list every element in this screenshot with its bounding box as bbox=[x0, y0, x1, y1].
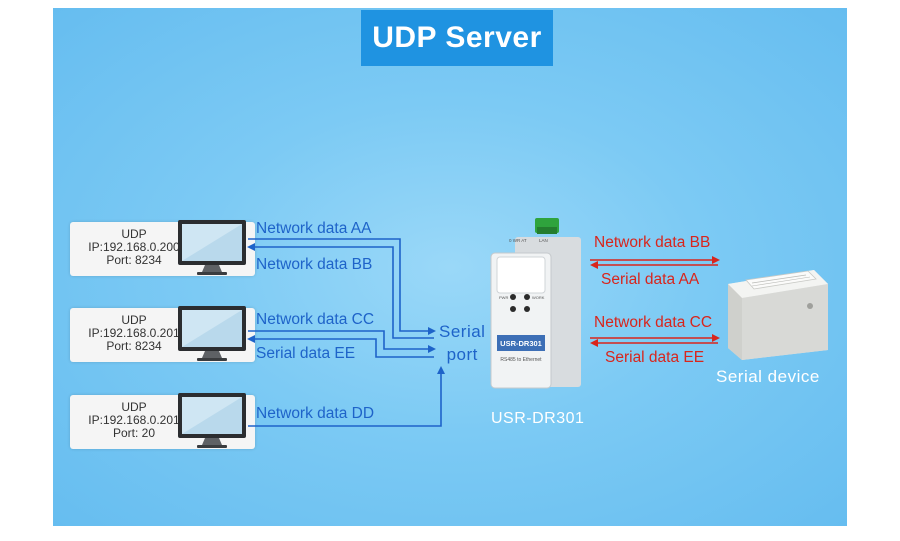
client-port: Port: 8234 bbox=[106, 339, 162, 353]
device-brand-text: USR-DR301 bbox=[500, 339, 542, 348]
label-serial-data-ee: Serial data EE bbox=[605, 349, 705, 366]
label-serial-network-bb: Network data BB bbox=[594, 234, 711, 251]
device-top-label-1: 0 WR AT bbox=[509, 238, 527, 243]
arrow-network-cc bbox=[248, 330, 436, 353]
monitor-icon bbox=[178, 393, 246, 448]
label-serial-ee: Serial data EE bbox=[256, 345, 356, 362]
page-title: UDP Server bbox=[372, 21, 542, 54]
label-network-dd: Network data DD bbox=[256, 405, 375, 422]
client-info-1: UDP IP:192.168.0.200 Port: 8234 bbox=[78, 228, 190, 267]
client-port: Port: 8234 bbox=[106, 253, 162, 267]
client-ip: IP:192.168.0.201 bbox=[88, 413, 180, 427]
serial-device-label: Serial device bbox=[716, 367, 820, 386]
monitor-icon bbox=[178, 220, 246, 275]
client-info-2: UDP IP:192.168.0.201 Port: 8234 bbox=[78, 314, 190, 353]
device-sub-text: RS485 to Ethernet bbox=[500, 357, 542, 363]
title-banner: UDP Server bbox=[361, 10, 553, 66]
serial-port-label-line2: port bbox=[446, 345, 478, 364]
device-indicator-pwr: PWR bbox=[499, 295, 508, 300]
device-name-label: USR-DR301 bbox=[491, 410, 585, 427]
device-indicator-work: WORK bbox=[532, 295, 545, 300]
client-ip: IP:192.168.0.200 bbox=[88, 240, 180, 254]
client-info-3: UDP IP:192.168.0.201 Port: 20 bbox=[78, 401, 190, 440]
client-port: Port: 20 bbox=[112, 426, 156, 440]
arrow-network-dd bbox=[248, 366, 445, 427]
label-network-bb: Network data BB bbox=[256, 256, 373, 273]
printer-icon bbox=[728, 270, 828, 360]
label-network-cc: Network data CC bbox=[256, 311, 375, 328]
device-top-label-2: LAN bbox=[539, 238, 548, 243]
client-protocol: UDP bbox=[121, 227, 147, 241]
usr-dr301-device-image: USR-DR301 RS485 to Ethernet 0 WR AT LAN … bbox=[490, 218, 581, 389]
arrow-network-bb bbox=[247, 243, 434, 339]
arrow-network-aa bbox=[248, 238, 436, 335]
label-serial-network-cc: Network data CC bbox=[594, 314, 713, 331]
arrow-serial-ee bbox=[247, 335, 434, 358]
client-protocol: UDP bbox=[121, 400, 147, 414]
serial-port-label: Serial port bbox=[439, 320, 485, 366]
client-ip: IP:192.168.0.201 bbox=[88, 326, 180, 340]
client-protocol: UDP bbox=[121, 313, 147, 327]
label-serial-aa: Serial data AA bbox=[601, 271, 700, 288]
label-network-aa: Network data AA bbox=[256, 220, 372, 237]
monitor-icon bbox=[178, 306, 246, 361]
serial-port-label-line1: Serial bbox=[439, 322, 486, 341]
